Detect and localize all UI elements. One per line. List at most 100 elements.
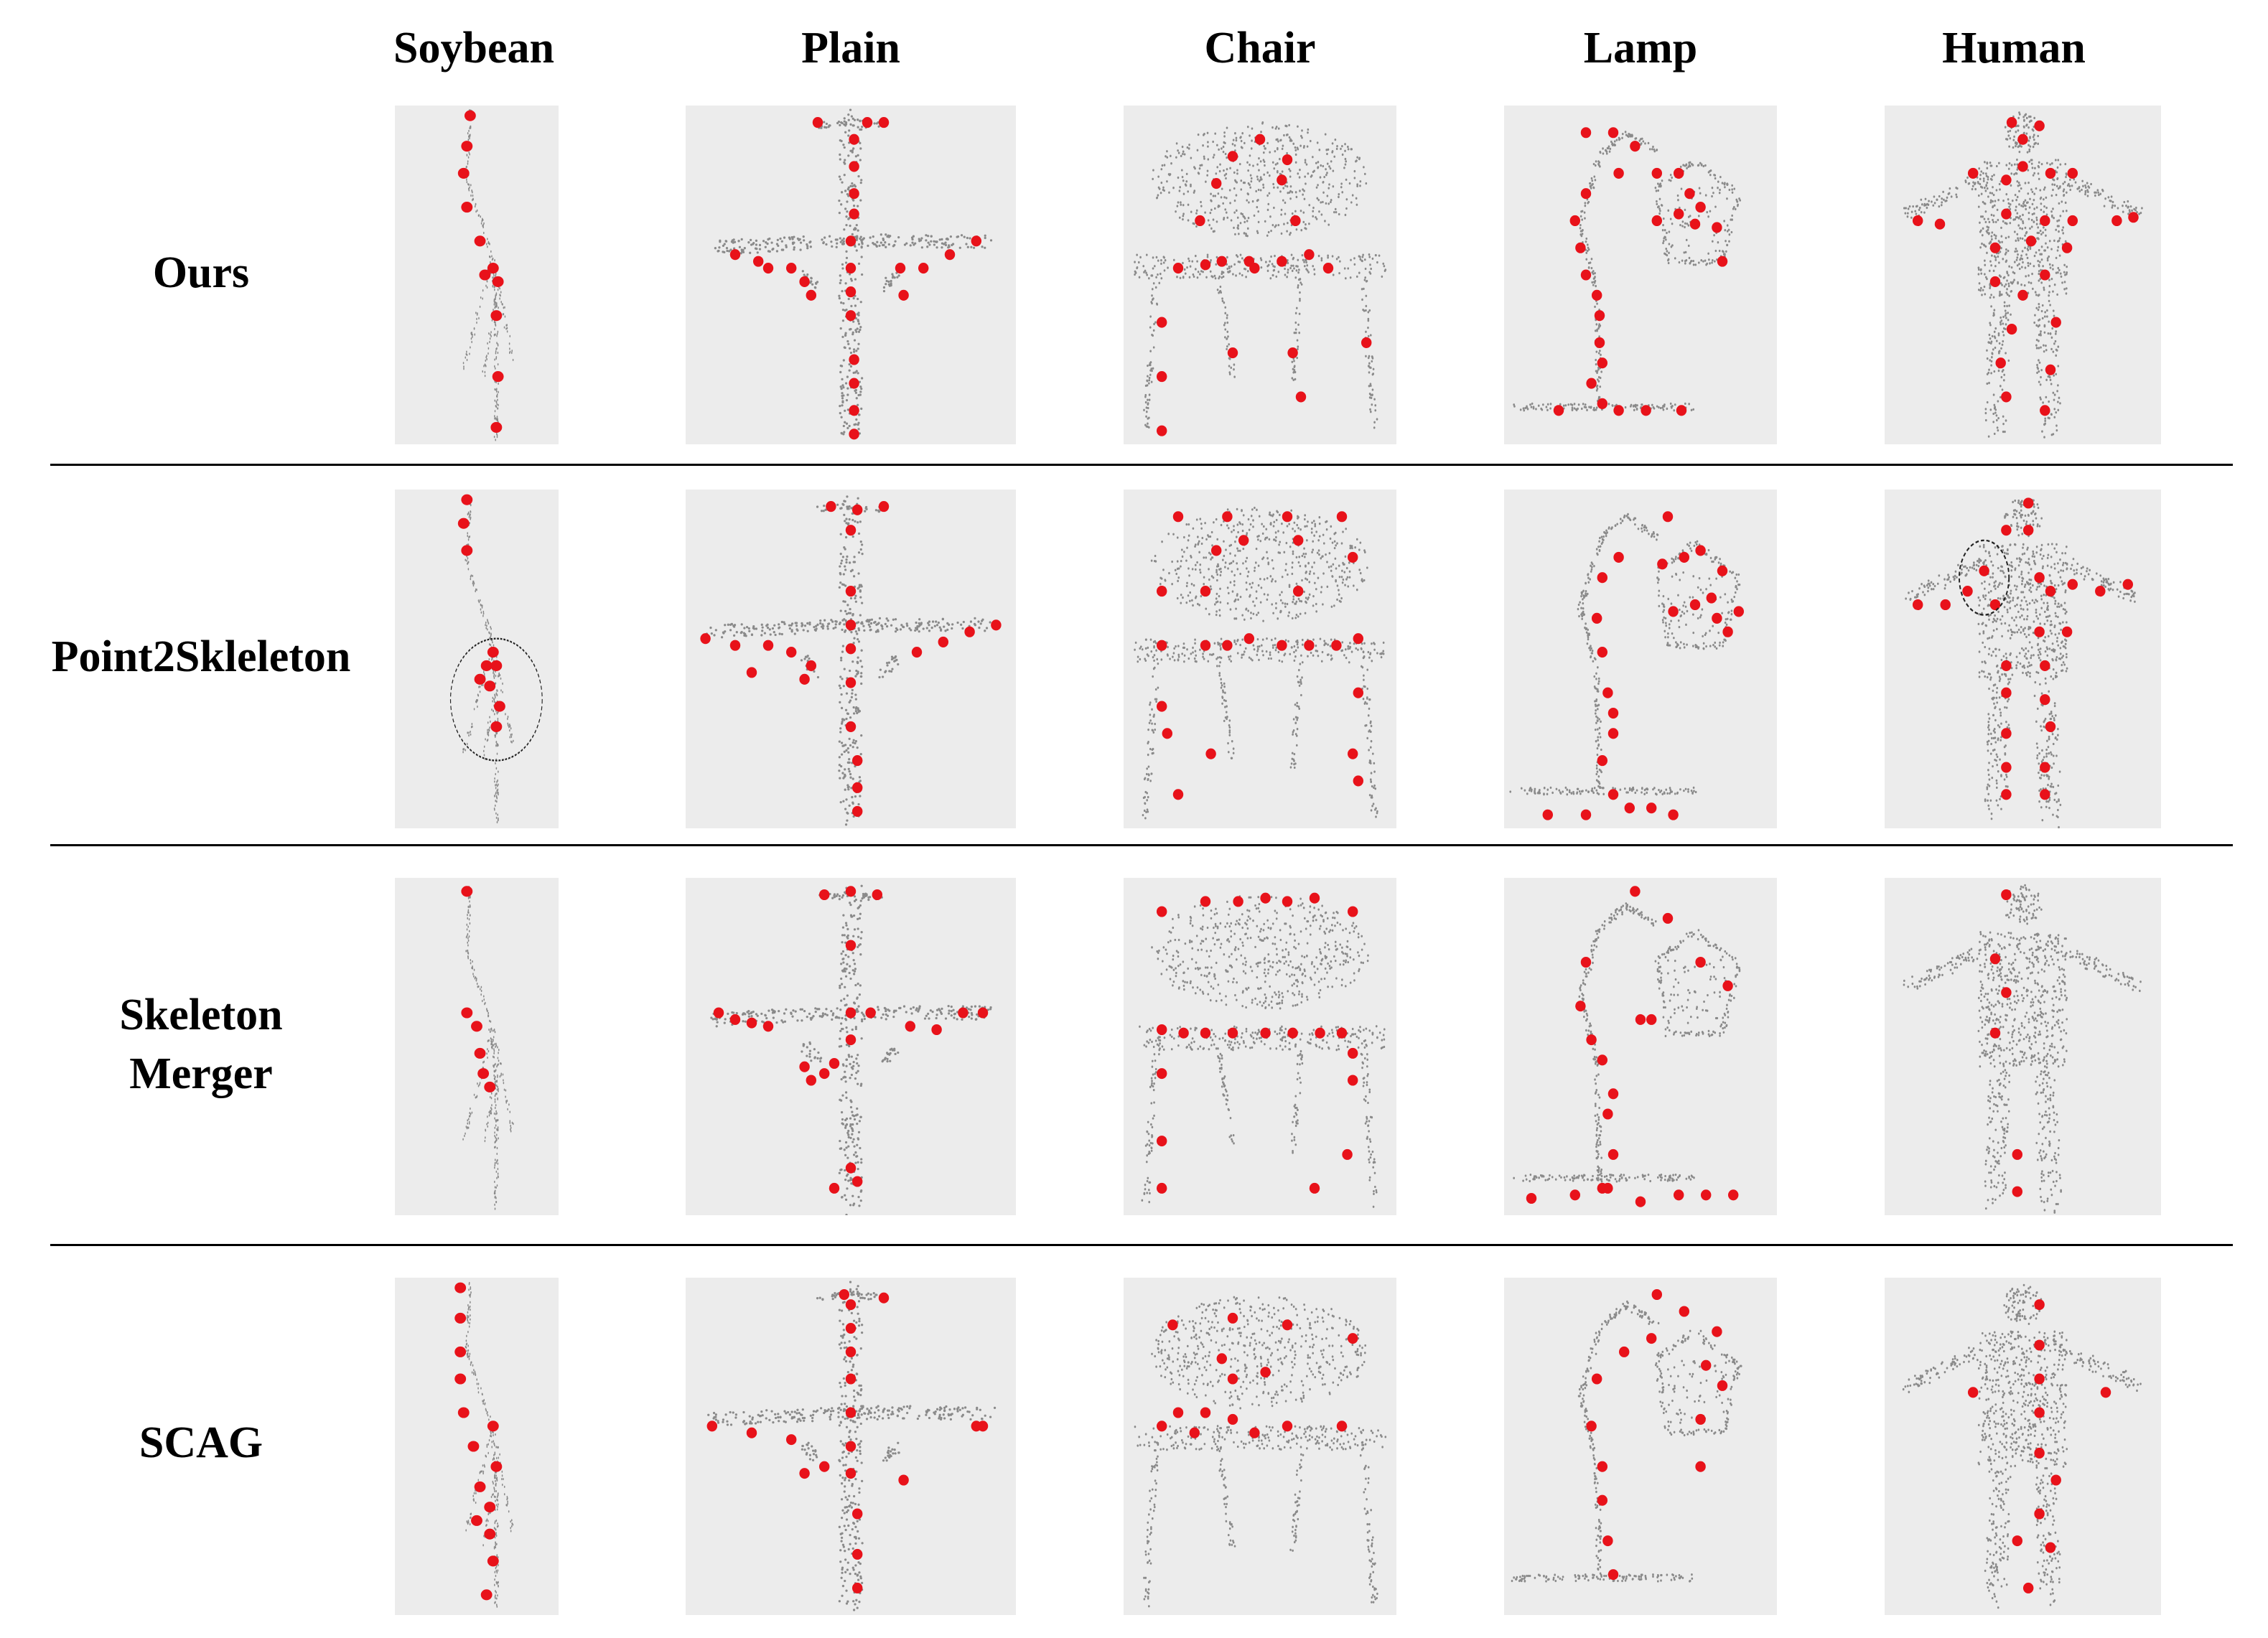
cloud-point: [2039, 197, 2042, 200]
cloud-point: [851, 741, 854, 744]
cloud-point: [1220, 523, 1223, 527]
point-cloud: [1134, 121, 1387, 429]
cloud-point: [946, 628, 949, 632]
cloud-point: [1315, 602, 1317, 606]
cloud-point: [2082, 184, 2084, 187]
cloud-point: [1210, 530, 1213, 534]
cloud-point: [1582, 229, 1584, 232]
cloud-point: [1697, 164, 1700, 167]
cloud-point: [2035, 187, 2038, 190]
cloud-point: [2007, 312, 2010, 314]
cloud-point: [1299, 169, 1301, 172]
cloud-point: [1984, 408, 1987, 411]
cloud-point: [841, 384, 844, 387]
cloud-point: [1134, 641, 1137, 644]
cloud-point: [1257, 564, 1260, 567]
cloud-point: [887, 619, 890, 622]
cloud-point: [1329, 645, 1332, 647]
cloud-point: [1235, 194, 1238, 197]
cloud-point: [1992, 269, 1995, 272]
keypoint-dot: [762, 263, 774, 274]
cloud-point: [1284, 124, 1287, 127]
cloud-point: [2020, 257, 2022, 260]
cloud-point: [1226, 126, 1228, 129]
cloud-point: [1297, 284, 1299, 287]
cloud-point: [1941, 201, 1943, 204]
cloud-point: [1292, 264, 1294, 267]
cloud-point: [1136, 266, 1139, 269]
cloud-point: [2053, 179, 2055, 182]
cloud-point: [1614, 144, 1616, 146]
cloud-point: [1207, 158, 1210, 161]
cloud-point: [2043, 198, 2045, 201]
cloud-point: [2055, 429, 2058, 432]
cloud-point: [1972, 181, 1974, 184]
cloud-point: [1177, 176, 1180, 179]
cloud-point: [843, 513, 846, 517]
cloud-point: [838, 684, 841, 687]
cloud-point: [1638, 139, 1641, 142]
cloud-point: [510, 735, 513, 739]
cloud-point: [758, 243, 762, 247]
cloud-point: [1200, 527, 1203, 530]
cloud-point: [1241, 529, 1244, 533]
cloud-point: [847, 342, 850, 345]
cloud-point: [819, 126, 823, 129]
cloud-point: [2032, 136, 2035, 139]
cloud-point: [1579, 223, 1582, 227]
cloud-point: [1303, 547, 1305, 550]
cloud-point: [848, 770, 851, 773]
cloud-point: [1240, 139, 1243, 143]
cloud-point: [2008, 265, 2010, 268]
cloud-point: [2009, 129, 2012, 133]
keypoint-dot: [1216, 256, 1228, 267]
cloud-point: [2045, 206, 2048, 210]
cloud-point: [1363, 279, 1366, 281]
cloud-point: [1653, 150, 1656, 153]
cloud-point: [758, 248, 762, 251]
cloud-point: [1335, 258, 1338, 261]
cloud-point: [496, 342, 498, 345]
cloud-point: [1236, 547, 1238, 550]
cloud-point: [1266, 557, 1269, 560]
keypoint-dot: [1282, 154, 1293, 166]
cloud-point: [1199, 164, 1202, 167]
cloud-point: [470, 194, 472, 197]
cloud-point: [2049, 304, 2051, 306]
cloud-point: [1194, 254, 1197, 258]
cloud-point: [496, 689, 498, 692]
cloud-point: [1712, 192, 1714, 195]
cloud-point: [495, 439, 497, 441]
keypoint-dot: [474, 235, 486, 247]
cloud-point: [840, 741, 844, 744]
cloud-point: [969, 620, 973, 623]
cloud-point: [2028, 115, 2030, 118]
cloud-point: [895, 658, 898, 662]
cloud-point: [1330, 569, 1333, 572]
cloud-point: [1294, 321, 1297, 324]
cloud-point: [1700, 164, 1703, 167]
cloud-point: [2007, 134, 2010, 137]
cloud-point: [496, 403, 498, 406]
cloud-point: [939, 628, 943, 631]
keypoint-dot: [1995, 357, 2006, 369]
cloud-point: [770, 241, 773, 244]
cloud-point: [466, 742, 468, 746]
cloud-point: [2045, 396, 2048, 399]
cloud-point: [1220, 196, 1223, 199]
cloud-point: [1281, 523, 1283, 525]
cloud-point: [2005, 248, 2007, 251]
cloud-point: [1182, 204, 1185, 207]
cloud-point: [1186, 146, 1189, 149]
cloud-point: [1312, 595, 1315, 598]
keypoint-dot: [862, 117, 873, 128]
cloud-point: [489, 637, 490, 640]
cloud-point: [2007, 284, 2010, 288]
cloud-point: [1334, 557, 1337, 560]
cloud-point: [1731, 214, 1734, 217]
cloud-point: [2131, 209, 2133, 212]
cloud-point: [1659, 406, 1662, 410]
cloud-point: [1348, 561, 1350, 564]
cloud-point: [1247, 571, 1250, 574]
cloud-point: [1988, 333, 1991, 337]
